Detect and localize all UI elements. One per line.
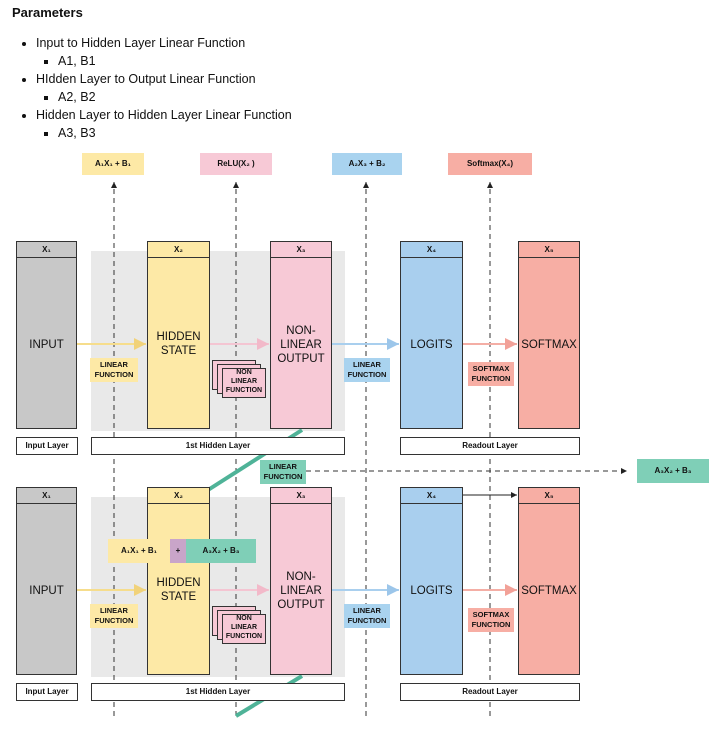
non-linear-function-label: NON LINEAR FUNCTION xyxy=(225,369,263,394)
param-item: Input to Hidden Layer Linear Function A1… xyxy=(36,34,292,70)
column-header: X₄ xyxy=(401,488,462,504)
term-plus: + xyxy=(170,539,186,563)
linear-function-tag: LINEAR FUNCTION xyxy=(90,604,138,628)
column-header: X₁ xyxy=(17,242,76,258)
top-box-a1x1-b1: A₁X₁ + B₁ xyxy=(82,153,144,175)
column-x4-logits: X₄ LOGITS xyxy=(400,241,463,429)
column-label: LOGITS xyxy=(410,585,453,597)
layer-label-input: Input Layer xyxy=(16,683,78,701)
column-x5-softmax: X₅ SOFTMAX xyxy=(518,241,580,429)
column-header: X₂ xyxy=(148,488,209,504)
column-label: NON- LINEAR OUTPUT xyxy=(277,571,325,611)
top-box-softmax: Softmax(X₄) xyxy=(448,153,532,175)
softmax-function-tag: SOFTMAX FUNCTION xyxy=(468,362,514,386)
non-linear-card xyxy=(222,614,266,644)
top-box-a2x3-b2: A₂X₃ + B₂ xyxy=(332,153,402,175)
column-header: X₂ xyxy=(148,242,209,258)
layer-label-readout: Readout Layer xyxy=(400,437,580,455)
param-sub-item: A2, B2 xyxy=(58,88,292,106)
column-header: X₃ xyxy=(271,242,331,258)
param-item: Hidden Layer to Hidden Layer Linear Func… xyxy=(36,106,292,142)
layer-label-hidden: 1st Hidden Layer xyxy=(91,437,345,455)
side-box-a3x2-b3: A₃X₂ + B₃ xyxy=(637,459,709,483)
page-title: Parameters xyxy=(12,5,83,20)
layer-label-readout: Readout Layer xyxy=(400,683,580,701)
param-item: HIdden Layer to Output Linear Function A… xyxy=(36,70,292,106)
column-x5-softmax: X₅ SOFTMAX xyxy=(518,487,580,675)
column-label: SOFTMAX xyxy=(521,339,577,351)
column-x3-nonlinear: X₃ NON- LINEAR OUTPUT xyxy=(270,241,332,429)
column-header: X₅ xyxy=(519,488,579,504)
term-a3x2-b3: A₃X₂ + B₃ xyxy=(186,539,256,563)
column-label: INPUT xyxy=(29,339,64,351)
linear-function-tag-teal: LINEAR FUNCTION xyxy=(260,460,306,484)
column-x3-nonlinear: X₃ NON- LINEAR OUTPUT xyxy=(270,487,332,675)
param-label: Hidden Layer to Hidden Layer Linear Func… xyxy=(36,108,292,122)
non-linear-card xyxy=(222,368,266,398)
column-x2-hidden: X₂ HIDDEN STATE xyxy=(147,241,210,429)
column-label: HIDDEN STATE xyxy=(156,331,201,357)
param-sub-item: A1, B1 xyxy=(58,52,292,70)
column-x1-input: X₁ INPUT xyxy=(16,241,77,429)
param-label: Input to Hidden Layer Linear Function xyxy=(36,36,246,50)
column-header: X₄ xyxy=(401,242,462,258)
column-label: HIDDEN STATE xyxy=(156,577,201,603)
layer-label-input: Input Layer xyxy=(16,437,78,455)
column-label: INPUT xyxy=(29,585,64,597)
layer-label-hidden: 1st Hidden Layer xyxy=(91,683,345,701)
param-label: HIdden Layer to Output Linear Function xyxy=(36,72,256,86)
column-label: LOGITS xyxy=(410,339,453,351)
column-header: X₅ xyxy=(519,242,579,258)
non-linear-function-label: NON LINEAR FUNCTION xyxy=(225,615,263,640)
column-header: X₃ xyxy=(271,488,331,504)
term-a1x1-b1: A₁X₁ + B₁ xyxy=(108,539,170,563)
column-x1-input: X₁ INPUT xyxy=(16,487,77,675)
parameter-list: Input to Hidden Layer Linear Function A1… xyxy=(20,34,292,142)
linear-function-tag: LINEAR FUNCTION xyxy=(90,358,138,382)
softmax-function-tag: SOFTMAX FUNCTION xyxy=(468,608,514,632)
column-header: X₁ xyxy=(17,488,76,504)
top-box-relu: ReLU(X₂ ) xyxy=(200,153,272,175)
linear-function-tag: LINEAR FUNCTION xyxy=(344,358,390,382)
column-label: SOFTMAX xyxy=(521,585,577,597)
column-x2-hidden: X₂ HIDDEN STATE xyxy=(147,487,210,675)
linear-function-tag: LINEAR FUNCTION xyxy=(344,604,390,628)
param-sub-item: A3, B3 xyxy=(58,124,292,142)
column-label: NON- LINEAR OUTPUT xyxy=(277,325,325,365)
column-x4-logits: X₄ LOGITS xyxy=(400,487,463,675)
